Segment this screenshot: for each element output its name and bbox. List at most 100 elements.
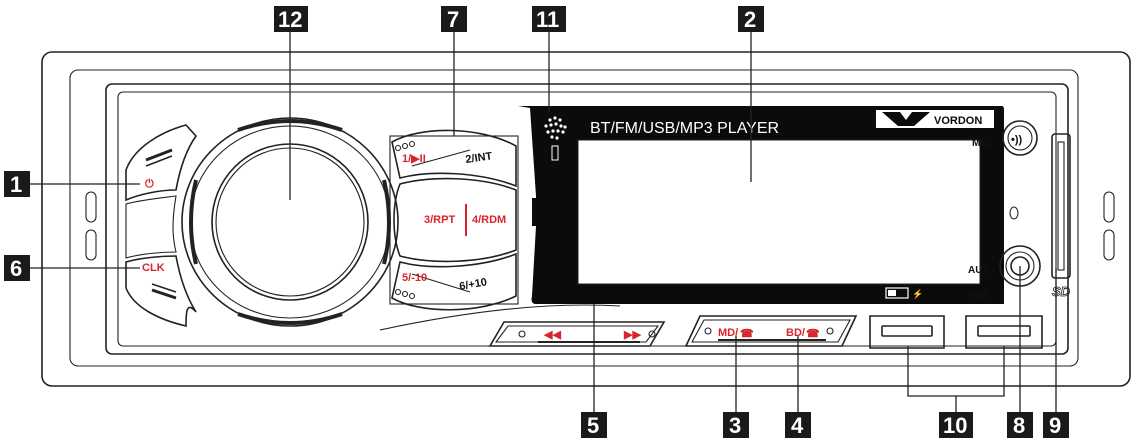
- svg-text:2: 2: [744, 7, 756, 32]
- preset-divider-bot: [411, 273, 471, 293]
- svg-text:10: 10: [943, 413, 967, 438]
- phone-dot-left: [704, 327, 712, 335]
- outer-frame: [41, 51, 1131, 387]
- clk-grip-2: [151, 283, 177, 293]
- bottom-controls: ◀◀ ▶▶ MD/ ☎ BD/ ☎: [379, 304, 858, 347]
- mic-waves: •)): [1011, 134, 1023, 146]
- aux-label: AUX: [968, 265, 989, 276]
- left-slot-top: [85, 191, 97, 223]
- clk-grip: [151, 288, 177, 300]
- preset-3-label: 3/RPT: [424, 214, 455, 226]
- track-dot-left: [518, 330, 526, 338]
- callout-11: 11: [532, 6, 566, 32]
- mic-label: MIC: [972, 138, 990, 149]
- preset-divider-top: [411, 149, 471, 167]
- mic-icon: [1002, 120, 1038, 156]
- inner-frame: [69, 69, 1079, 367]
- leader-lines: [30, 32, 1057, 412]
- brand-name: VORDON: [934, 115, 982, 127]
- lcd-screen: [577, 139, 981, 285]
- sd-slot[interactable]: [1051, 133, 1071, 279]
- power-grip: [145, 148, 173, 162]
- dot-5c: [408, 292, 416, 300]
- preset-button-5-6[interactable]: [391, 252, 517, 311]
- callout-1: 1: [4, 171, 30, 197]
- svg-text:12: 12: [278, 7, 302, 32]
- callout-12: 12: [274, 6, 308, 32]
- phone-button-bar[interactable]: [684, 315, 858, 347]
- preset-4-label: 4/RDM: [472, 214, 506, 226]
- knob-left-arc: [189, 179, 198, 265]
- dot-5b: [401, 290, 409, 298]
- dot-5a: [394, 288, 402, 296]
- dot-1b: [401, 142, 409, 150]
- faceplate-frame: [105, 83, 1069, 355]
- callout-8: 8: [1007, 412, 1033, 438]
- svg-text:1: 1: [10, 172, 22, 197]
- skip-forward-icon[interactable]: ▶▶: [623, 329, 641, 341]
- callout-2: 2: [738, 6, 764, 32]
- preset-2-label: 2/INT: [465, 150, 494, 166]
- svg-text:11: 11: [536, 7, 559, 32]
- phone-dot-right: [826, 327, 834, 335]
- callout-6: 6: [4, 255, 30, 281]
- preset-5-label: 5/-10: [402, 272, 427, 284]
- svg-text:4: 4: [791, 413, 804, 438]
- reset-hole: [1009, 206, 1019, 220]
- clk-label: CLK: [142, 262, 165, 274]
- preset-1-label: 1/▶II: [402, 153, 426, 165]
- phone-button-bar-inner: [691, 319, 851, 343]
- callout-3: 3: [723, 412, 749, 438]
- usb-tab-2-slot: [977, 325, 1031, 337]
- speaker-dots-icon: [544, 116, 567, 140]
- clk-button[interactable]: [125, 255, 197, 328]
- callout-10: 10: [939, 412, 973, 438]
- track-button-bar[interactable]: [488, 321, 666, 347]
- usb-mini-icon: [551, 145, 559, 161]
- right-slot-top: [1103, 191, 1115, 223]
- md-label: MD/: [718, 327, 738, 339]
- svg-text:8: 8: [1013, 413, 1025, 438]
- svg-text:7: 7: [447, 7, 459, 32]
- callout-7: 7: [441, 6, 467, 32]
- preset-6-label: 6/+10: [458, 276, 488, 293]
- display-notch: [532, 198, 542, 226]
- bd-label: BD/: [786, 327, 805, 339]
- knob-bottom-arc: [237, 312, 343, 325]
- preset-button-3-4[interactable]: [393, 177, 517, 263]
- mid-left-button[interactable]: [125, 195, 177, 259]
- svg-text:3: 3: [729, 413, 741, 438]
- usb-label: USB: [968, 290, 989, 301]
- display-panel: BT/FM/USB/MP3 PLAYER VORDON ⚡: [518, 106, 1004, 304]
- knob-right-arc: [382, 179, 391, 265]
- callout-9: 9: [1043, 412, 1069, 438]
- svg-text:6: 6: [10, 256, 22, 281]
- skip-back-icon[interactable]: ◀◀: [543, 329, 561, 341]
- power-icon: ⏻: [145, 177, 154, 190]
- usb-tab-1-slot: [881, 325, 933, 337]
- usb-tab-2[interactable]: [965, 315, 1043, 349]
- phone-hangup-icon: ☎: [806, 328, 820, 340]
- mic-inner: [1007, 125, 1033, 151]
- dot-1c: [408, 140, 416, 148]
- track-button-bar-inner: [494, 325, 660, 343]
- battery-fill: [888, 290, 896, 296]
- phone-answer-icon: ☎: [740, 328, 754, 340]
- svg-text:9: 9: [1049, 413, 1061, 438]
- preset-button-1-2[interactable]: [391, 129, 517, 188]
- usb-tab-1[interactable]: [869, 315, 945, 349]
- track-dot-right: [648, 330, 656, 338]
- power-grip-2: [145, 155, 173, 167]
- right-slot-bottom: [1103, 229, 1115, 261]
- preset-cluster: 1/▶II 2/INT 3/RPT 4/RDM 5/-10 6/+10: [389, 129, 519, 311]
- power-button[interactable]: [125, 124, 198, 202]
- battery-icon: [885, 287, 909, 299]
- svg-text:5: 5: [587, 413, 599, 438]
- left-slot-bottom: [85, 229, 97, 261]
- callouts: 1 6 12 7 11 2 5 3: [4, 6, 1069, 438]
- sd-logo: SD: [1052, 284, 1071, 299]
- charge-icon: ⚡: [912, 288, 923, 300]
- callout-5: 5: [581, 412, 607, 438]
- brand-logo: [882, 112, 930, 126]
